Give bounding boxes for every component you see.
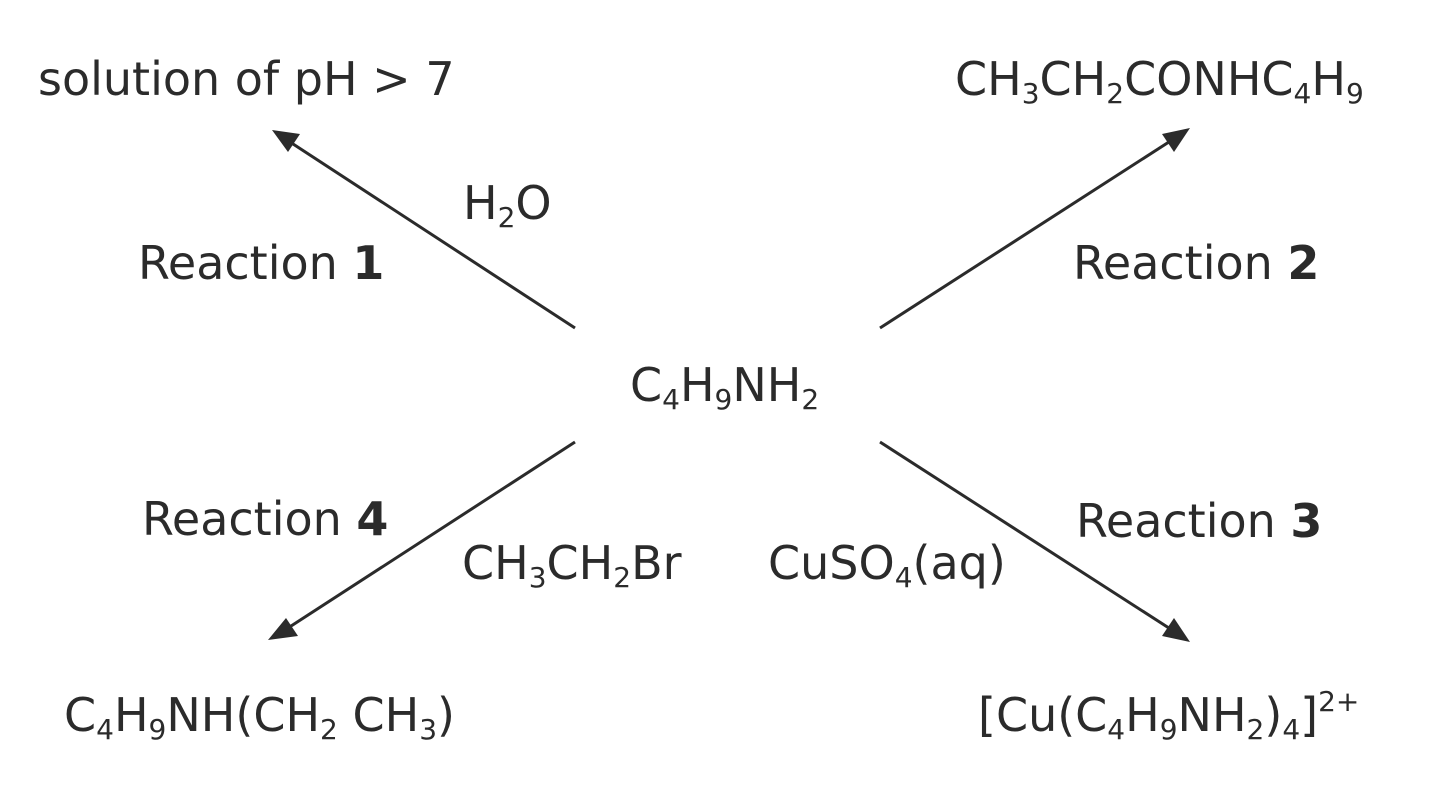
arrow-reaction-1 xyxy=(272,130,576,330)
product-reaction-3: [Cu(C4H9NH2)4]2+ xyxy=(978,685,1360,746)
arrow-reaction-3 xyxy=(879,440,1190,642)
product-reaction-1: solution of pH > 7 xyxy=(38,52,455,106)
product-reaction-2: CH3CH2CONHC4H9 xyxy=(955,52,1364,110)
reaction-1-label: Reaction 1 xyxy=(138,236,385,290)
reagent-reaction-3: CuSO4(aq) xyxy=(768,536,1006,594)
reagent-reaction-1: H2O xyxy=(463,176,552,234)
reagent-reaction-4: CH3CH2Br xyxy=(462,536,682,594)
reaction-2-label: Reaction 2 xyxy=(1073,236,1320,290)
arrow-reaction-4 xyxy=(268,440,576,640)
product-reaction-4: C4H9NH(CH2 CH3) xyxy=(64,688,455,746)
reaction-4-label: Reaction 4 xyxy=(142,492,389,546)
center-species-formula: C4H9NH2 xyxy=(630,358,820,416)
arrow-reaction-2 xyxy=(879,128,1190,330)
reaction-3-label: Reaction 3 xyxy=(1076,494,1323,548)
